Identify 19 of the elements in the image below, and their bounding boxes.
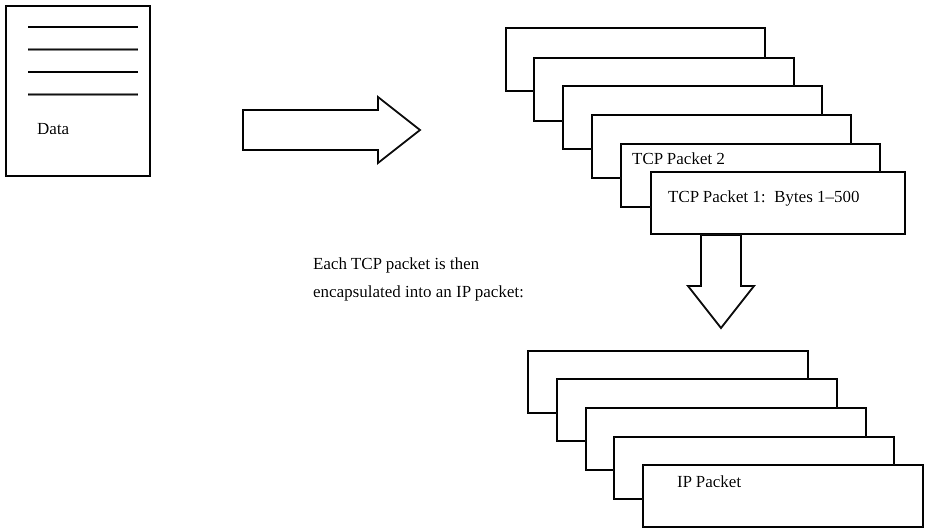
packet-label: TCP Packet 1: Bytes 1–500 <box>668 187 860 207</box>
note-text: Each TCP packet is then encapsulated into an IP packet: <box>313 253 525 303</box>
packet-box <box>562 85 823 114</box>
packet-box <box>620 143 881 171</box>
packet-box <box>505 27 766 57</box>
packet-box <box>642 464 924 528</box>
block-arrow <box>686 234 756 330</box>
packet-box <box>613 436 895 464</box>
packet-box <box>533 57 795 85</box>
document-box <box>5 5 151 177</box>
packet-box <box>556 378 838 407</box>
document-label: Data <box>37 119 70 139</box>
packet-label: IP Packet <box>677 472 742 492</box>
packet-box <box>650 171 906 235</box>
packet-box <box>591 114 852 143</box>
packet-box <box>585 407 867 436</box>
packet-label: TCP Packet 2 <box>632 149 725 169</box>
packet-box <box>527 350 809 378</box>
block-arrow <box>242 94 422 166</box>
